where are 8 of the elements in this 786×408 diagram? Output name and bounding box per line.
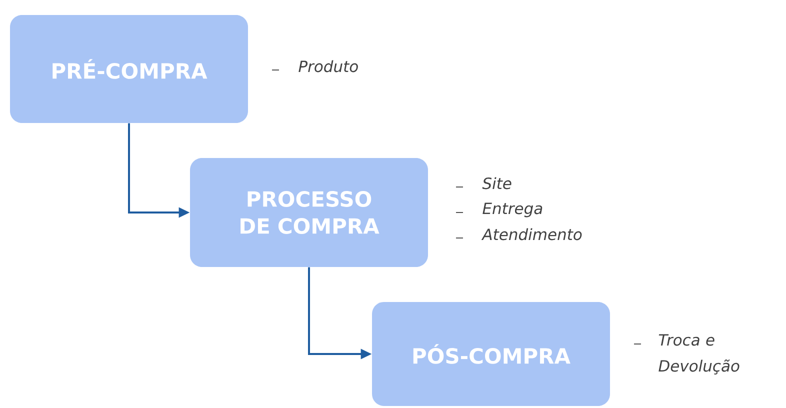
note-text: Atendimento	[481, 228, 582, 240]
note-text: Produto	[298, 60, 358, 72]
process-box: PÓS-COMPRA	[372, 302, 610, 406]
note-text: Entrega	[482, 202, 542, 218]
note-text: Site	[482, 177, 512, 190]
process-box: PROCESSO DE COMPRA	[190, 158, 428, 267]
process-box: PRÉ-COMPRA	[10, 15, 248, 123]
note-text: Troca e Devolução	[658, 334, 740, 374]
